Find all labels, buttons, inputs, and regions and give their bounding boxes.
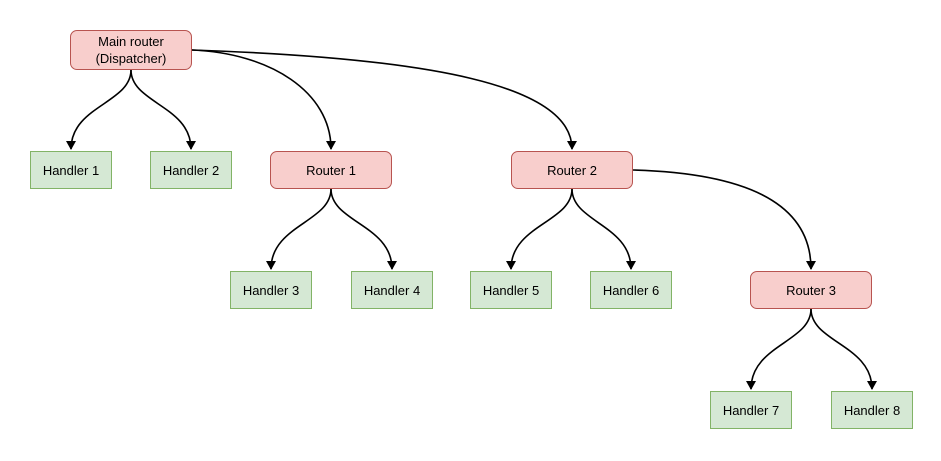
- node-handler-8: Handler 8: [831, 391, 913, 429]
- edge-router-1-to-handler-4: [330, 188, 397, 270]
- node-handler-2: Handler 2: [150, 151, 232, 189]
- node-handler-6: Handler 6: [590, 271, 672, 309]
- edge-router-1-to-handler-3: [266, 188, 332, 270]
- edge-router-3-to-handler-8: [810, 308, 877, 390]
- node-router-2: Router 2: [511, 151, 633, 189]
- edge-main-router-to-router-2: [191, 49, 577, 150]
- node-router-3: Router 3: [750, 271, 872, 309]
- edge-router-3-to-handler-7: [746, 308, 812, 390]
- node-handler-1: Handler 1: [30, 151, 112, 189]
- edge-router-2-to-handler-6: [571, 188, 636, 270]
- node-main-router: Main router (Dispatcher): [70, 30, 192, 70]
- edge-router-2-to-router-3: [632, 169, 816, 270]
- node-handler-7: Handler 7: [710, 391, 792, 429]
- edge-main-router-to-handler-2: [130, 69, 196, 150]
- edge-main-router-to-handler-1: [66, 69, 132, 150]
- edge-router-2-to-handler-5: [506, 188, 573, 270]
- edge-main-router-to-router-1: [191, 49, 336, 150]
- node-router-1: Router 1: [270, 151, 392, 189]
- node-handler-3: Handler 3: [230, 271, 312, 309]
- node-handler-5: Handler 5: [470, 271, 552, 309]
- node-handler-4: Handler 4: [351, 271, 433, 309]
